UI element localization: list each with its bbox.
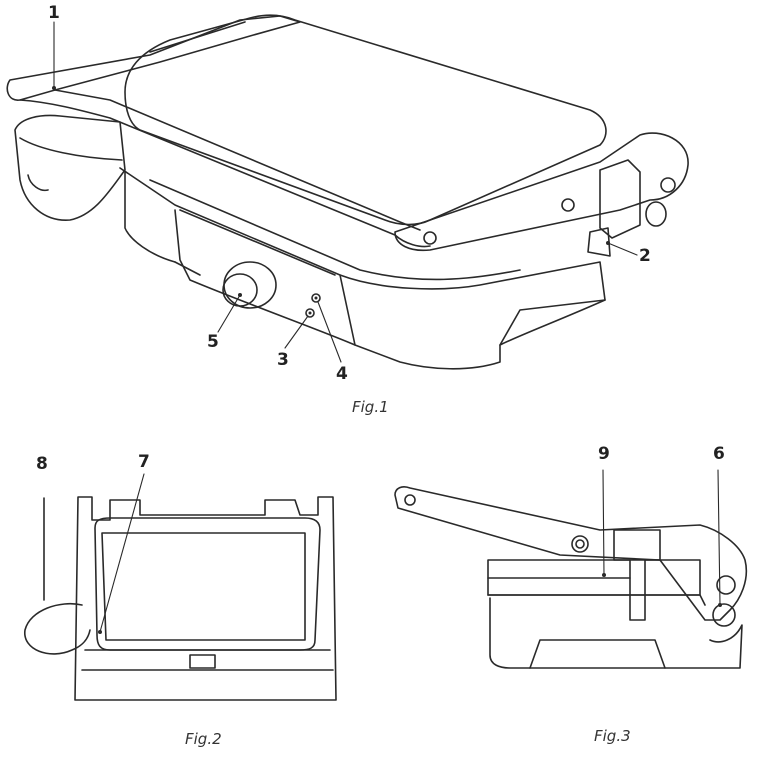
fig3-caption: Fig.3 (594, 729, 631, 744)
callout-2: 2 (639, 248, 651, 265)
fig1-grill-drawing (7, 15, 688, 369)
callout-1: 1 (48, 5, 60, 22)
fig2-front-drawing (25, 474, 336, 700)
fig3-side-drawing (395, 470, 746, 668)
callout-4: 4 (336, 366, 348, 383)
fig1-caption: Fig.1 (352, 400, 389, 415)
callout-5: 5 (207, 334, 219, 351)
callout-9: 9 (598, 446, 610, 463)
callout-8: 8 (36, 456, 48, 473)
callout-3: 3 (277, 352, 289, 369)
fig2-caption: Fig.2 (185, 732, 222, 747)
callout-7: 7 (138, 454, 150, 471)
callout-6: 6 (713, 446, 725, 463)
